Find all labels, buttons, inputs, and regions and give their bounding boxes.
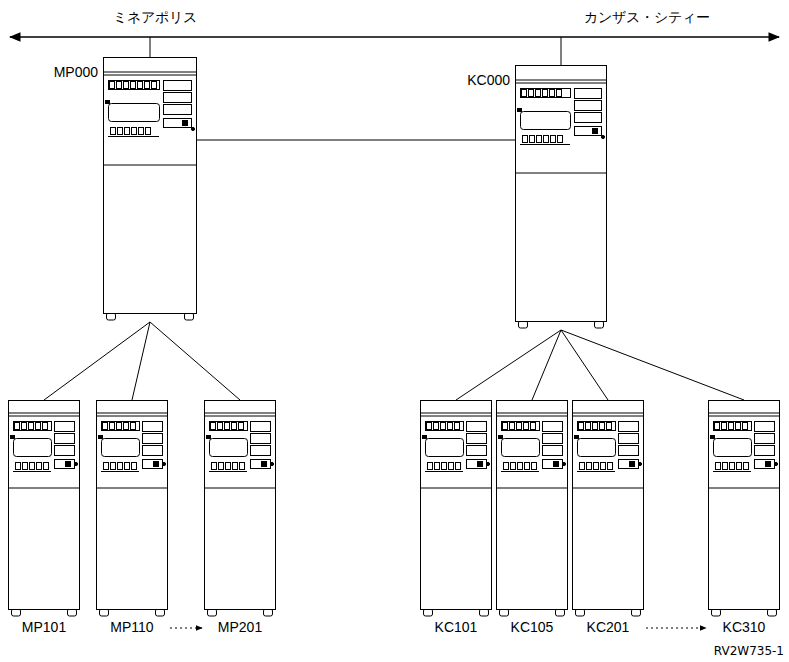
link-line: [561, 330, 744, 400]
backbone-line: [10, 36, 779, 37]
link-line: [561, 330, 608, 400]
site-name: カンザス・シティー: [584, 8, 710, 26]
cabinet-figure: [496, 400, 568, 618]
server-cabinet: MP201: [204, 400, 276, 636]
system-name: KC105: [496, 618, 568, 636]
cabinet-figure: [103, 57, 197, 322]
server-cabinet: MP000: [103, 57, 197, 322]
system-name: KC101: [420, 618, 492, 636]
link-line: [532, 330, 561, 400]
cabinet-figure: [420, 400, 492, 618]
sequence-arrow: [646, 628, 706, 629]
link-line: [132, 322, 150, 400]
system-name: MP110: [96, 618, 168, 636]
cabinet-figure: [708, 400, 780, 618]
site-name: ミネアポリス: [113, 8, 197, 26]
cabinet-figure: [204, 400, 276, 618]
figure-code: RV2W735-1: [714, 642, 784, 660]
system-name: MP101: [8, 618, 80, 636]
cabinet-figure: [96, 400, 168, 618]
system-name: MP201: [204, 618, 276, 636]
server-cabinet: KC000: [515, 65, 607, 330]
drop-line: [561, 37, 562, 65]
cabinet-figure: [8, 400, 80, 618]
link-line: [197, 140, 515, 141]
server-cabinet: KC105: [496, 400, 568, 636]
server-cabinet: KC310: [708, 400, 780, 636]
drop-line: [150, 37, 151, 57]
server-cabinet: KC201: [572, 400, 644, 636]
server-cabinet: MP101: [8, 400, 80, 636]
link-line: [44, 322, 150, 400]
server-cabinet: KC101: [420, 400, 492, 636]
cabinet-figure: [572, 400, 644, 618]
sequence-arrow: [170, 628, 202, 629]
system-name: KC310: [708, 618, 780, 636]
link-line: [150, 322, 240, 400]
cabinet-figure: [515, 65, 607, 330]
link-line: [456, 330, 561, 400]
server-cabinet: MP110: [96, 400, 168, 636]
system-name: KC201: [572, 618, 644, 636]
system-name: MP000: [54, 63, 98, 81]
system-name: KC000: [467, 71, 510, 89]
